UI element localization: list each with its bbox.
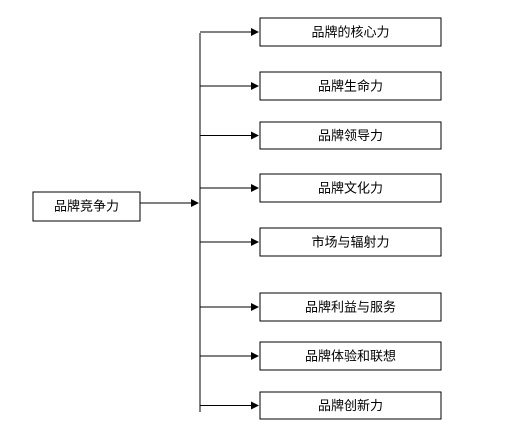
- child-node-box: [259, 17, 442, 47]
- child-node-6: 品牌利益与服务: [259, 292, 442, 322]
- child-node-box: [259, 292, 442, 322]
- child-node-label: 品牌领导力: [318, 128, 383, 144]
- child-node-box: [259, 71, 442, 101]
- child-node-box: [259, 227, 442, 257]
- child-node-8: 品牌创新力: [259, 391, 442, 420]
- root-node-label: 品牌竞争力: [54, 199, 119, 215]
- child-node-4: 品牌文化力: [259, 173, 442, 203]
- child-node-2: 品牌生命力: [259, 71, 442, 101]
- child-node-3: 品牌领导力: [259, 121, 442, 150]
- root-node: 品牌竞争力: [32, 191, 141, 222]
- child-node-7: 品牌体验和联想: [259, 341, 442, 371]
- child-node-label: 品牌利益与服务: [305, 300, 396, 316]
- root-node-box: [32, 191, 141, 222]
- child-node-label: 品牌的核心力: [311, 25, 389, 41]
- child-node-1: 品牌的核心力: [259, 17, 442, 47]
- child-node-5: 市场与辐射力: [259, 227, 442, 257]
- child-nodes: 品牌的核心力品牌生命力品牌领导力品牌文化力市场与辐射力品牌利益与服务品牌体验和联…: [200, 17, 442, 420]
- child-node-box: [259, 121, 442, 150]
- child-node-label: 市场与辐射力: [311, 235, 389, 251]
- child-node-box: [259, 391, 442, 420]
- child-node-label: 品牌体验和联想: [305, 349, 396, 365]
- child-node-label: 品牌文化力: [318, 181, 383, 197]
- child-node-label: 品牌生命力: [318, 79, 383, 95]
- child-node-box: [259, 341, 442, 371]
- child-node-label: 品牌创新力: [318, 398, 383, 414]
- child-node-box: [259, 173, 442, 203]
